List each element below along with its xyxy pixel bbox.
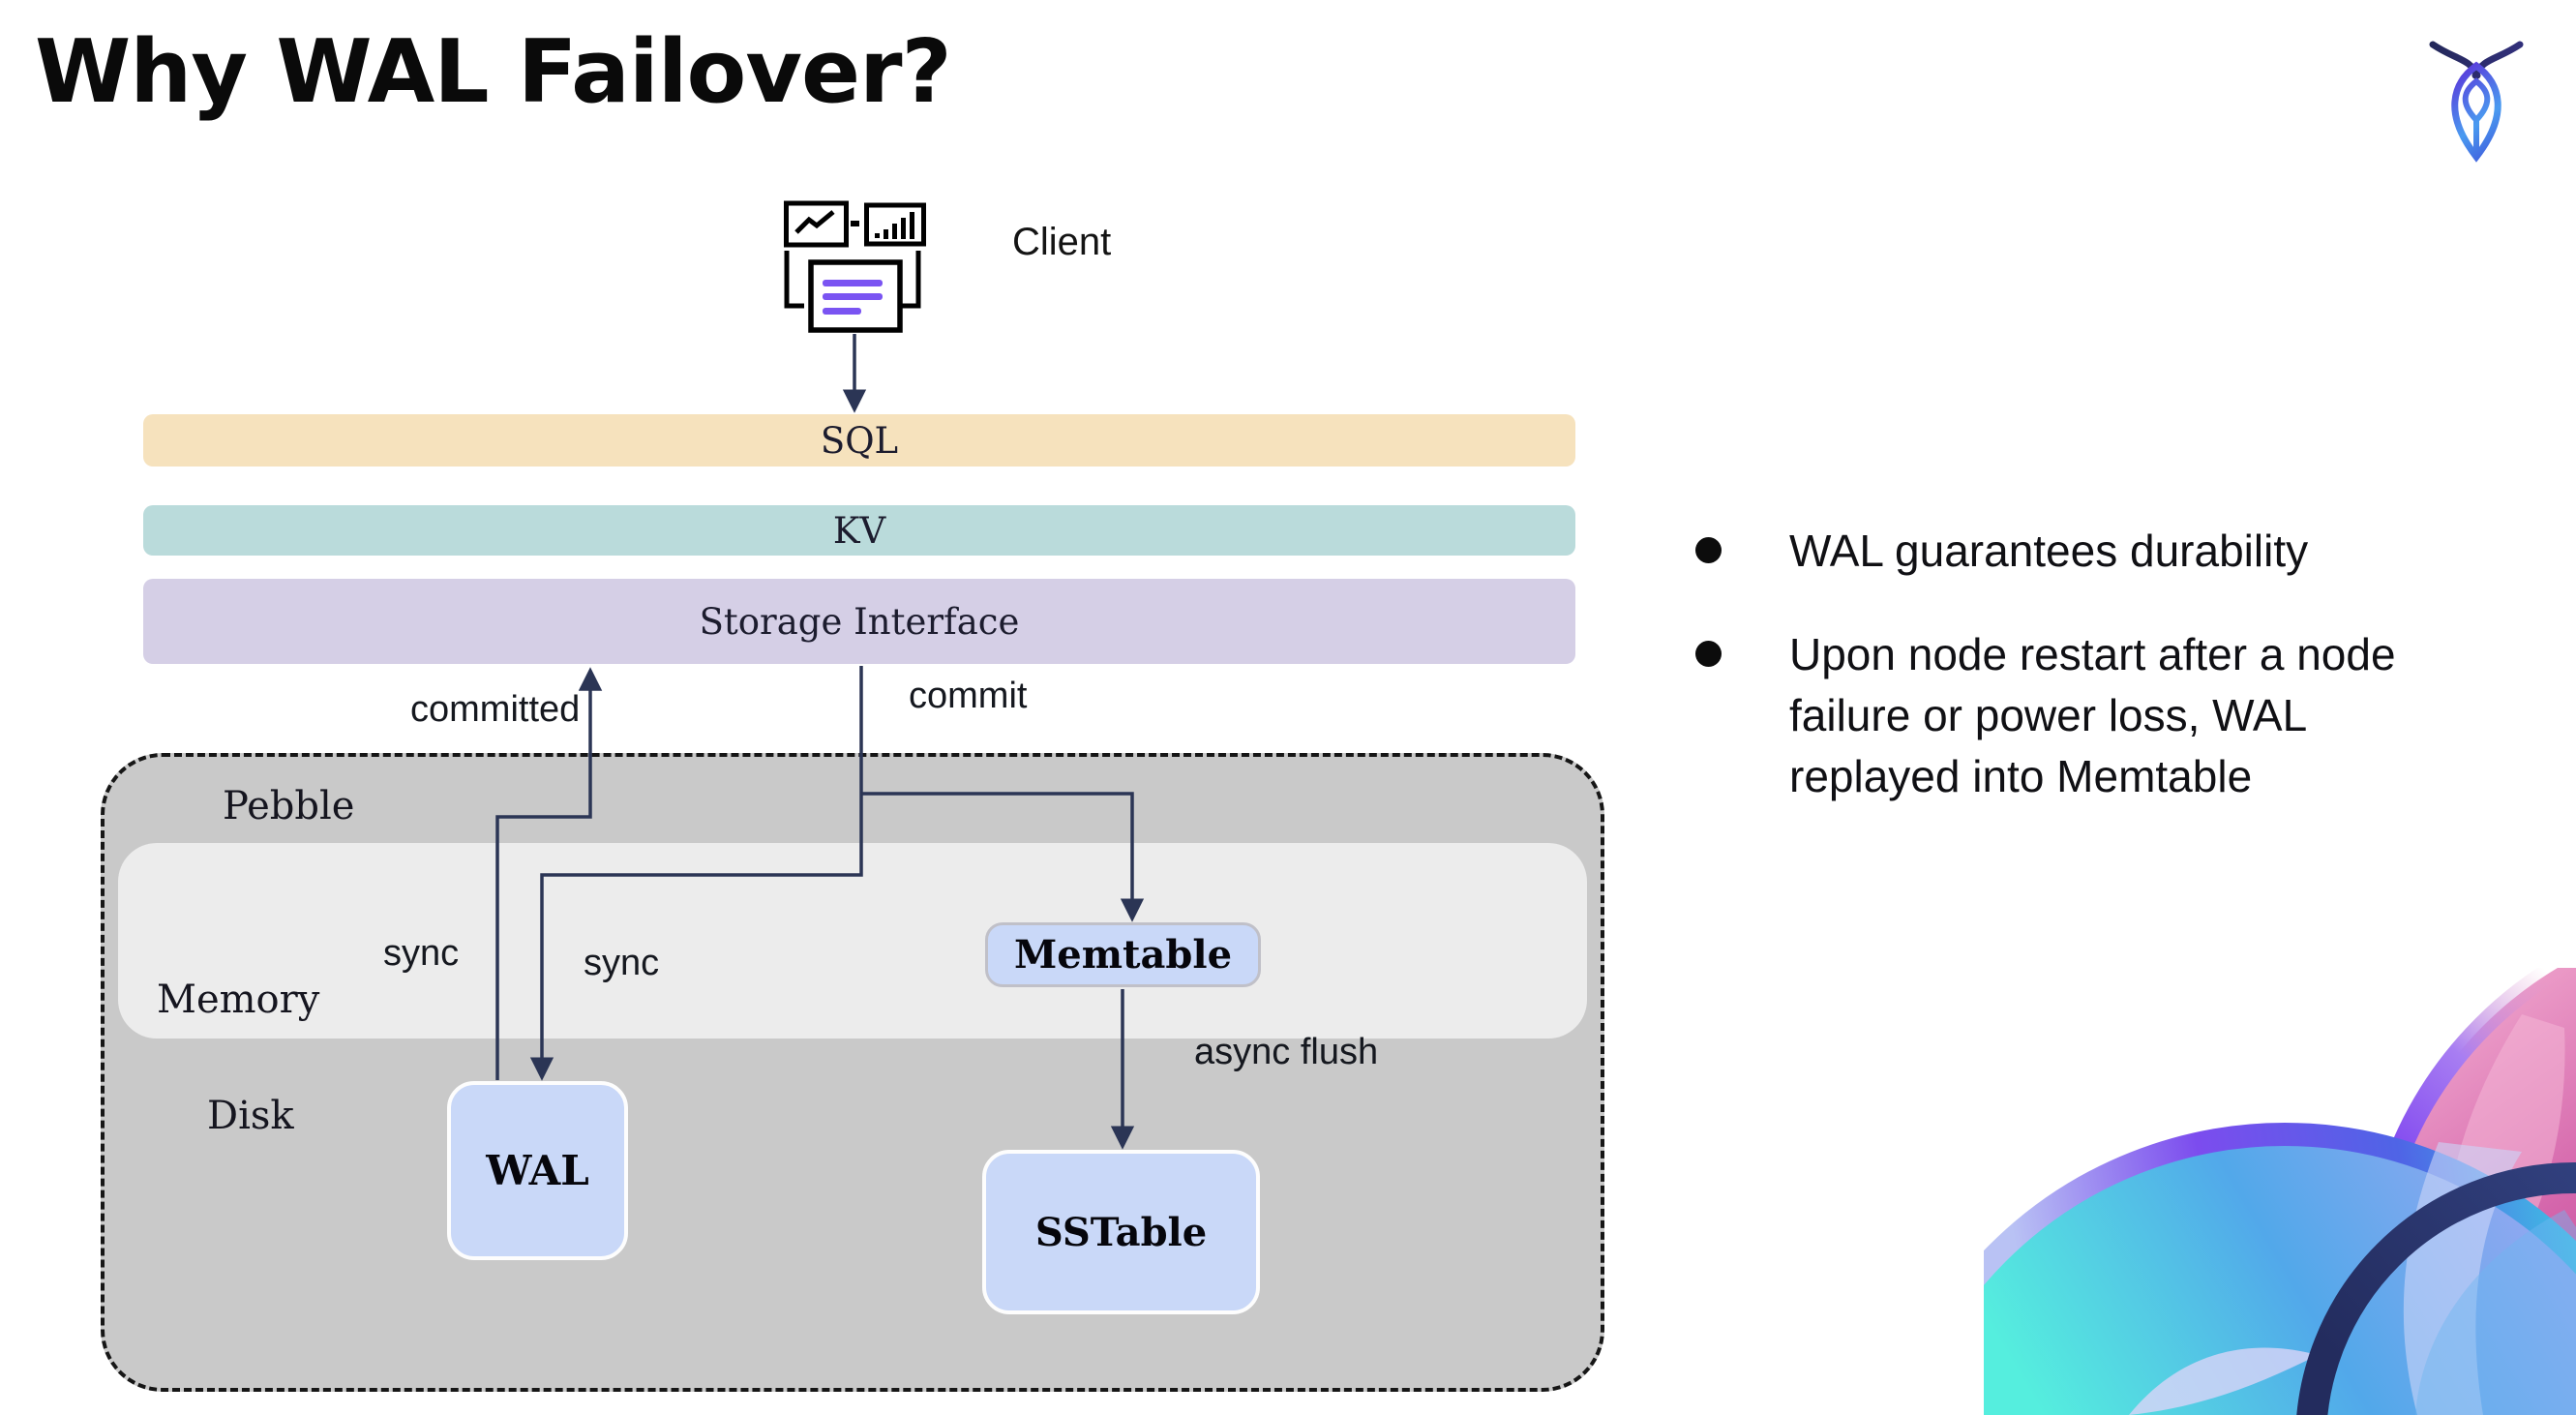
list-item: WAL guarantees durability <box>1695 521 2489 582</box>
sstable-node: SSTable <box>982 1150 1260 1314</box>
edge-label-committed: committed <box>410 689 581 730</box>
blue-rim-arc <box>1984 1123 2576 1286</box>
memtable-node: Memtable <box>985 922 1261 987</box>
bracket-left-icon <box>784 251 804 309</box>
memory-band <box>118 843 1587 1039</box>
bullet-dot-icon <box>1695 537 1722 563</box>
wal-node: WAL <box>447 1081 628 1260</box>
cockroachdb-logo-icon <box>2427 41 2526 163</box>
wal-node-label: WAL <box>486 1147 589 1194</box>
memtable-node-label: Memtable <box>1013 932 1233 978</box>
bracket-right-icon <box>901 251 921 309</box>
memory-label: Memory <box>157 978 320 1022</box>
edge-label-commit: commit <box>909 676 1028 716</box>
layer-bar-kv-label: KV <box>832 509 886 552</box>
layer-bar-sql-label: SQL <box>820 419 899 462</box>
client-app-icon <box>779 196 926 333</box>
client-label: Client <box>1012 221 1112 263</box>
edge-label-async-flush: async flush <box>1194 1032 1379 1072</box>
lavender-petal <box>2129 1347 2318 1415</box>
layer-bar-storage-label: Storage Interface <box>699 600 1020 643</box>
sstable-node-label: SSTable <box>1034 1209 1208 1255</box>
dark-ring-arc <box>2296 1162 2576 1415</box>
edge-label-sync-right: sync <box>584 943 660 983</box>
list-item: Upon node restart after a node failure o… <box>1695 624 2489 807</box>
layer-bar-sql: SQL <box>143 414 1575 467</box>
edge-label-sync-left: sync <box>383 933 460 974</box>
layer-bar-storage-interface: Storage Interface <box>143 579 1575 664</box>
bullet-dot-icon <box>1695 641 1722 667</box>
pebble-label: Pebble <box>223 784 355 828</box>
dash-icon <box>851 221 859 226</box>
blue-leaf <box>2415 1210 2576 1415</box>
line-chart-icon <box>784 200 849 248</box>
bullet-text: WAL guarantees durability <box>1789 526 2309 576</box>
bullet-list: WAL guarantees durability Upon node rest… <box>1695 521 2489 850</box>
disk-label: Disk <box>207 1094 294 1138</box>
layer-bar-kv: KV <box>143 505 1575 556</box>
brand-corner-art <box>1984 968 2576 1415</box>
page-title: Why WAL Failover? <box>35 21 952 123</box>
bullet-text: Upon node restart after a node failure o… <box>1789 629 2396 801</box>
